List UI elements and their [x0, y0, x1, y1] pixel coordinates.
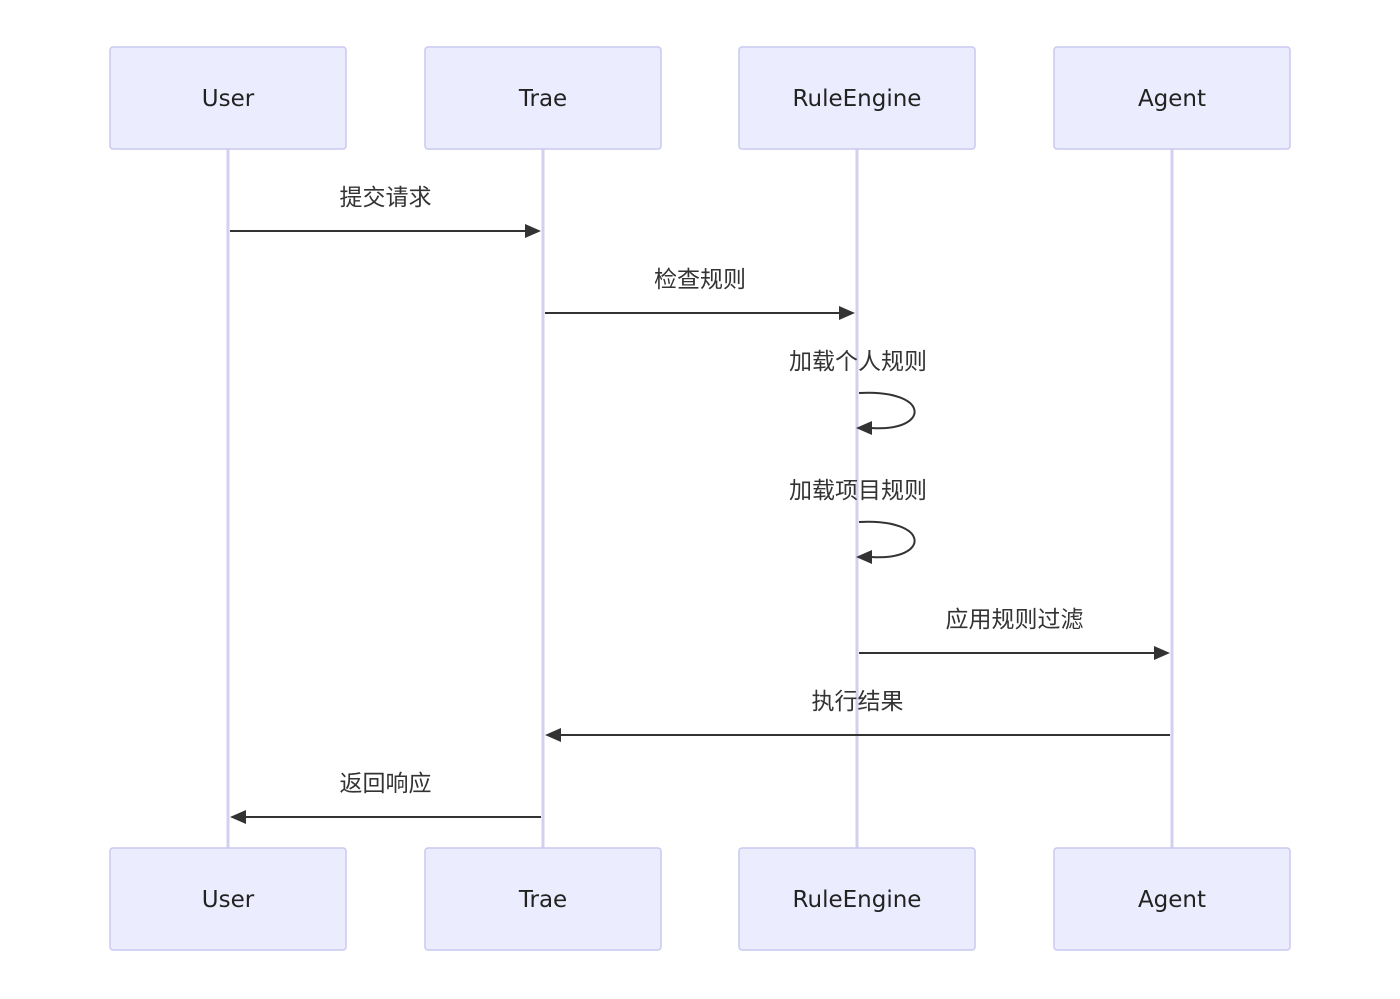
- actor-trae-bottom: Trae: [424, 847, 662, 951]
- actors-top: User Trae RuleEngine Agent: [109, 46, 1291, 150]
- actor-trae-top: Trae: [424, 46, 662, 150]
- message-line-load-project: [858, 520, 916, 559]
- message-arrowhead-apply-filter: [1154, 646, 1170, 660]
- actor-label-trae-bottom: Trae: [518, 887, 567, 913]
- message-submit: 提交请求: [230, 185, 541, 238]
- actor-agent-top: Agent: [1053, 46, 1291, 150]
- message-label-exec-result: 执行结果: [812, 689, 904, 715]
- message-line-load-personal: [858, 391, 916, 430]
- actor-label-ruleengine-top: RuleEngine: [793, 86, 922, 112]
- message-exec-result: 执行结果: [545, 689, 1170, 742]
- message-arrowhead-load-personal: [856, 421, 872, 435]
- lifelines: [226, 149, 1174, 848]
- message-arrowhead-submit: [525, 224, 541, 238]
- actor-box-user-bottom: [109, 847, 347, 951]
- actor-label-ruleengine-bottom: RuleEngine: [793, 887, 922, 913]
- actor-label-user-top: User: [202, 86, 255, 112]
- message-arrowhead-exec-result: [545, 728, 561, 742]
- actor-user-top: User: [109, 46, 347, 150]
- message-return-response: 返回响应: [230, 771, 541, 824]
- message-label-return-response: 返回响应: [340, 771, 432, 797]
- message-label-apply-filter: 应用规则过滤: [946, 607, 1084, 633]
- message-check: 检查规则: [545, 267, 855, 320]
- actor-box-user-top: [109, 46, 347, 150]
- actor-box-ruleengine-bottom: [738, 847, 976, 951]
- actor-box-agent-top: [1053, 46, 1291, 150]
- message-arrowhead-check: [839, 306, 855, 320]
- actor-label-user-bottom: User: [202, 887, 255, 913]
- actor-box-agent-bottom: [1053, 847, 1291, 951]
- actor-box-trae-top: [424, 46, 662, 150]
- message-load-project: 加载项目规则: [789, 478, 927, 564]
- actor-label-agent-bottom: Agent: [1138, 887, 1206, 913]
- message-label-load-personal: 加载个人规则: [789, 349, 927, 375]
- actor-label-agent-top: Agent: [1138, 86, 1206, 112]
- actor-user-bottom: User: [109, 847, 347, 951]
- message-apply-filter: 应用规则过滤: [859, 607, 1170, 660]
- message-arrowhead-return-response: [230, 810, 246, 824]
- message-load-personal: 加载个人规则: [789, 349, 927, 435]
- message-label-load-project: 加载项目规则: [789, 478, 927, 504]
- message-arrowhead-load-project: [856, 550, 872, 564]
- message-label-submit: 提交请求: [340, 185, 432, 211]
- actor-ruleengine-bottom: RuleEngine: [738, 847, 976, 951]
- message-label-check: 检查规则: [654, 267, 746, 293]
- actor-ruleengine-top: RuleEngine: [738, 46, 976, 150]
- actors-bottom: User Trae RuleEngine Agent: [109, 847, 1291, 951]
- actor-label-trae-top: Trae: [518, 86, 567, 112]
- actor-box-trae-bottom: [424, 847, 662, 951]
- actor-agent-bottom: Agent: [1053, 847, 1291, 951]
- actor-box-ruleengine-top: [738, 46, 976, 150]
